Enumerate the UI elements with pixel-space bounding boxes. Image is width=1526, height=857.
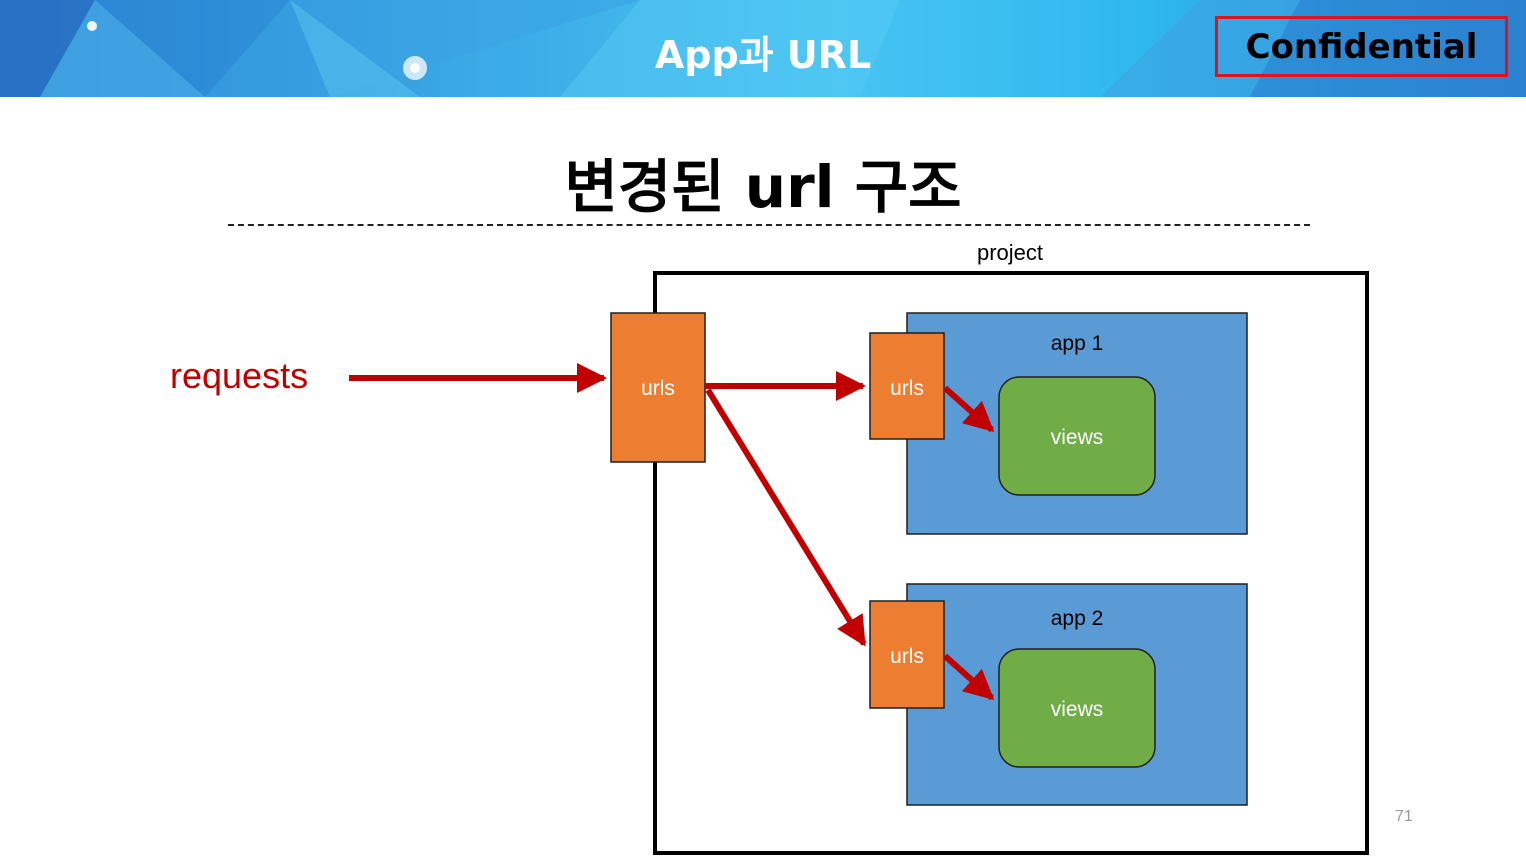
slide-title: 변경된 url 구조: [564, 153, 962, 221]
page-number: 71: [1395, 808, 1413, 825]
slide-header: App과 URL Confidential: [0, 0, 1526, 97]
project-urls-label: urls: [641, 377, 675, 400]
app2-views-label: views: [1051, 698, 1104, 721]
project-label: project: [977, 240, 1043, 265]
app1-views-label: views: [1051, 426, 1104, 449]
app2-urls-label: urls: [890, 645, 924, 668]
app1-urls-label: urls: [890, 377, 924, 400]
confidential-badge: Confidential: [1215, 16, 1508, 77]
app1-views-box: [998, 376, 1156, 496]
requests-label: requests: [170, 355, 309, 396]
header-title: App과 URL: [654, 33, 872, 77]
app2-label: app 2: [1051, 607, 1104, 630]
title-divider: [228, 224, 1310, 226]
app2-views-box: [998, 648, 1156, 768]
header-background: [0, 0, 1526, 97]
app1-label: app 1: [1051, 332, 1104, 355]
app1-urls-box: [869, 332, 945, 440]
app1-urls-to-views-arrow: [943, 385, 995, 433]
app2-urls-box: [869, 600, 945, 709]
app2-urls-to-views-arrow: [943, 653, 995, 701]
project-to-app2-arrow: [705, 388, 867, 647]
